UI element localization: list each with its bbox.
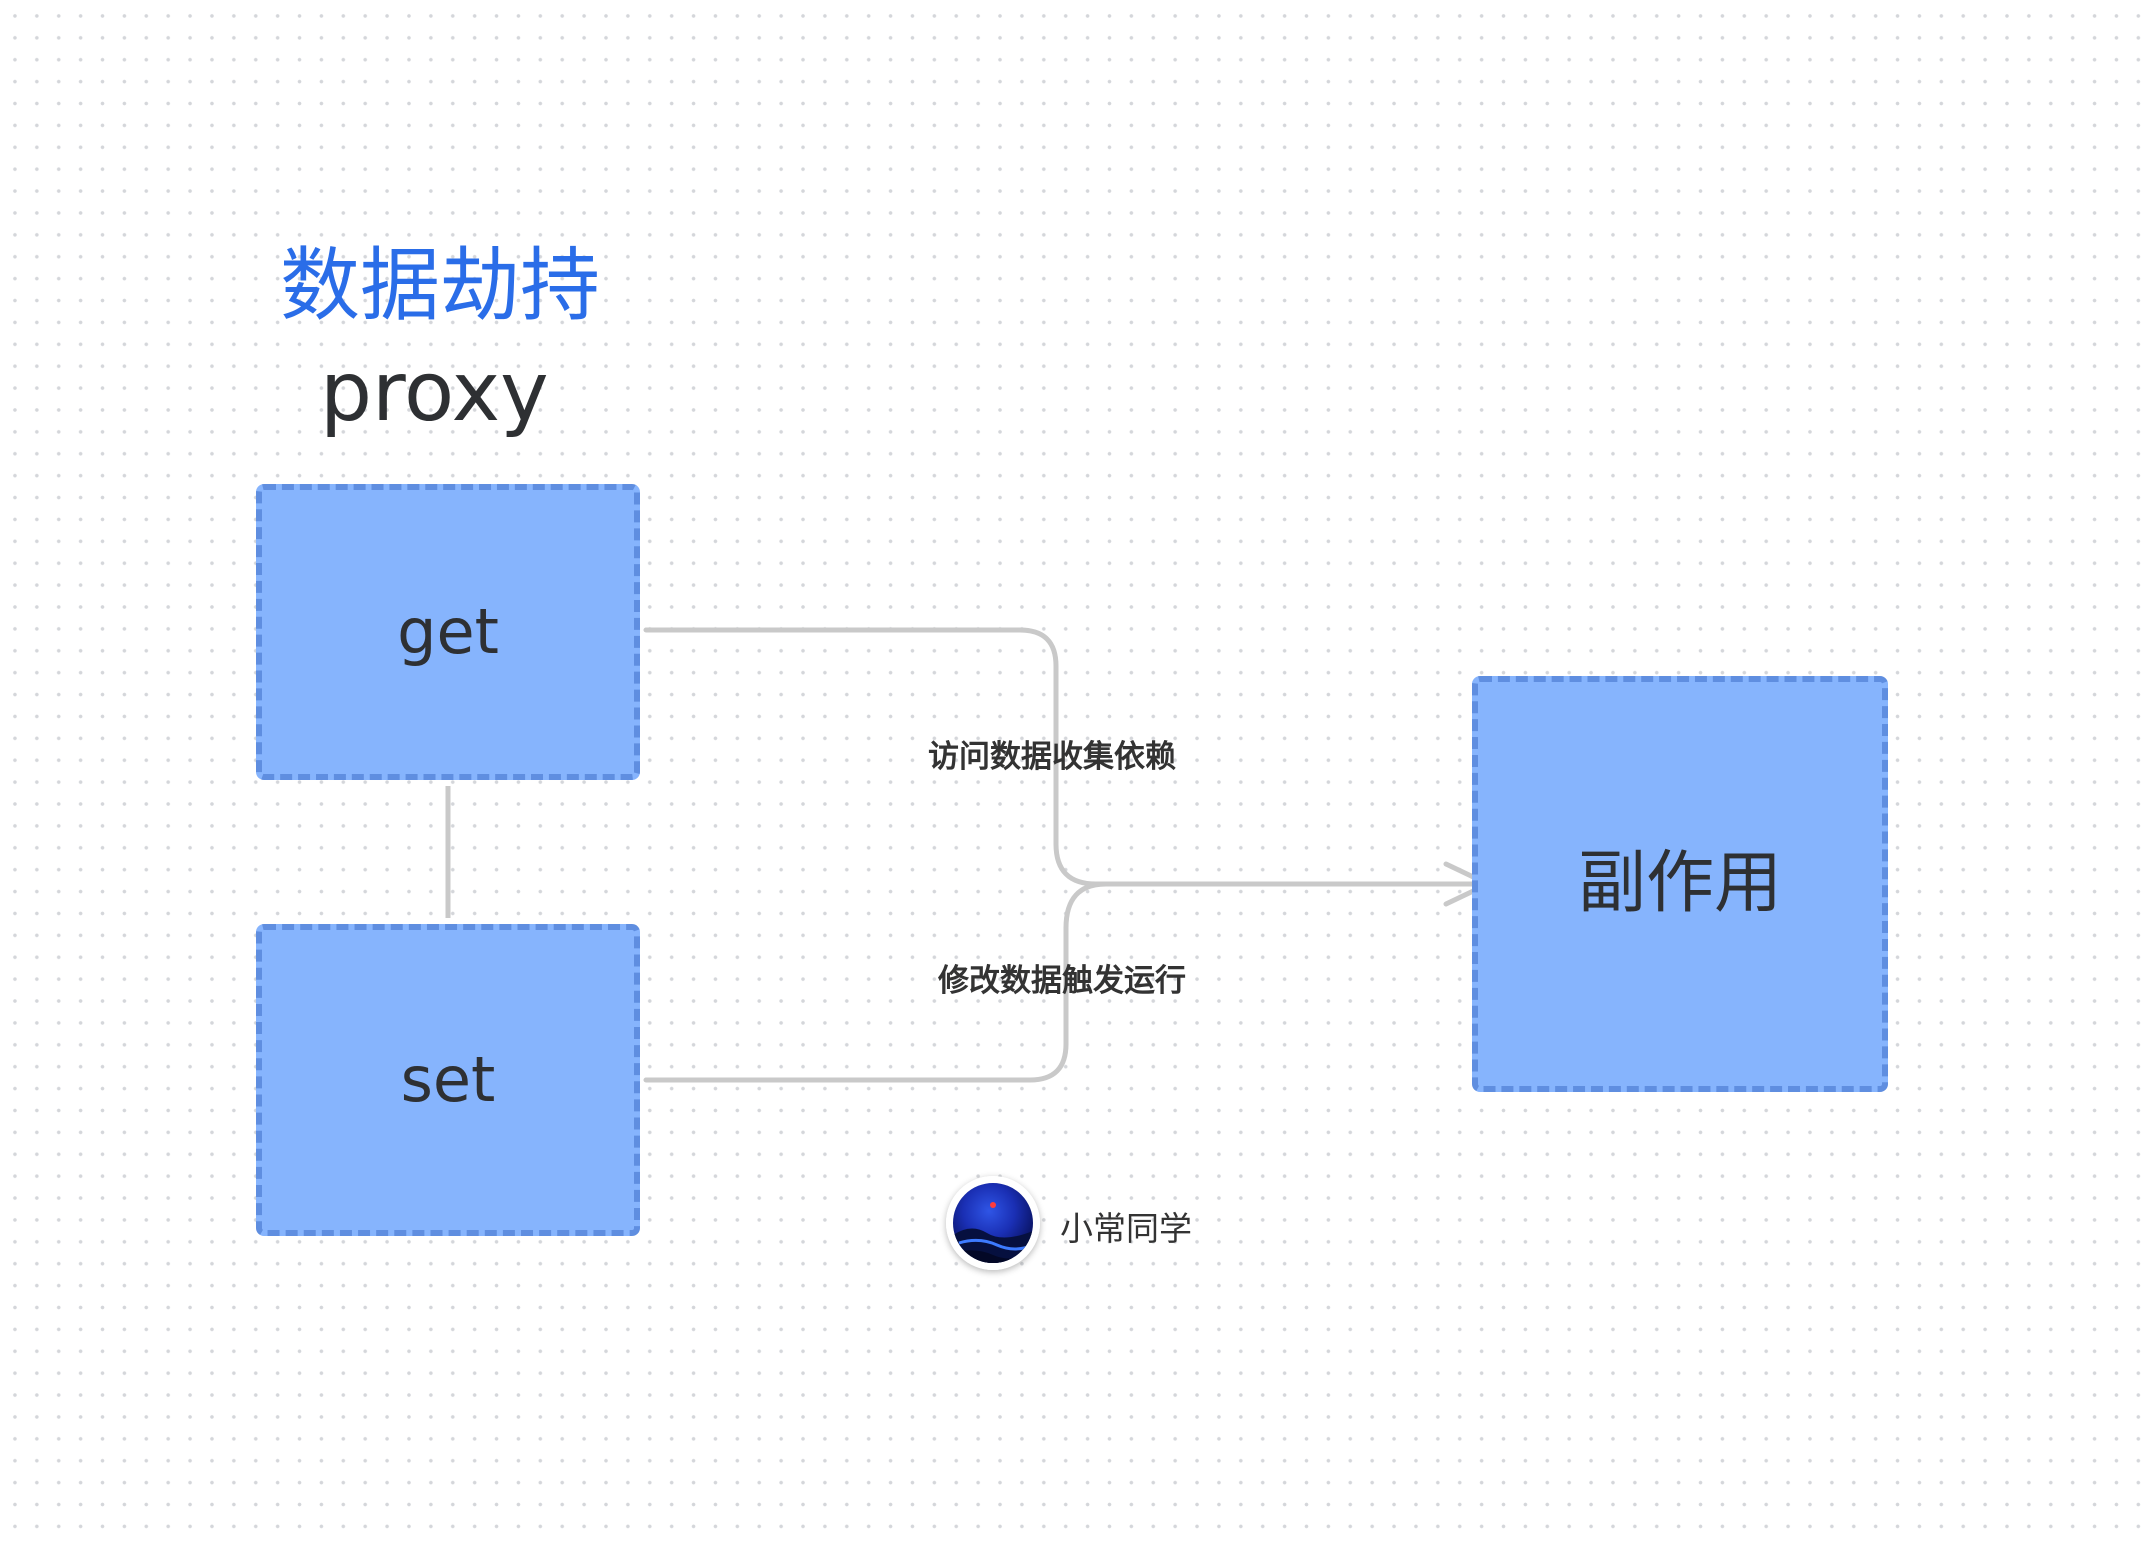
diagram-title: 数据劫持 xyxy=(280,239,600,332)
side-effect-node[interactable]: 副作用 xyxy=(1472,676,1888,1092)
author-name: 小常同学 xyxy=(1060,1209,1192,1248)
avatar xyxy=(946,1176,1040,1270)
get-node[interactable]: get xyxy=(256,484,640,780)
set-node-label: set xyxy=(400,1043,496,1116)
set-node[interactable]: set xyxy=(256,924,640,1236)
diagram-subtitle: proxy xyxy=(320,345,549,440)
get-to-effect-connector[interactable] xyxy=(643,627,1485,887)
set-to-effect-connector[interactable] xyxy=(643,881,1109,1083)
get-node-label: get xyxy=(397,595,499,668)
night-landscape-avatar-icon xyxy=(953,1202,1033,1263)
set-edge-label: 修改数据触发运行 xyxy=(938,963,1186,999)
get-edge-label: 访问数据收集依赖 xyxy=(928,739,1176,775)
side-effect-node-label: 副作用 xyxy=(1577,844,1782,923)
